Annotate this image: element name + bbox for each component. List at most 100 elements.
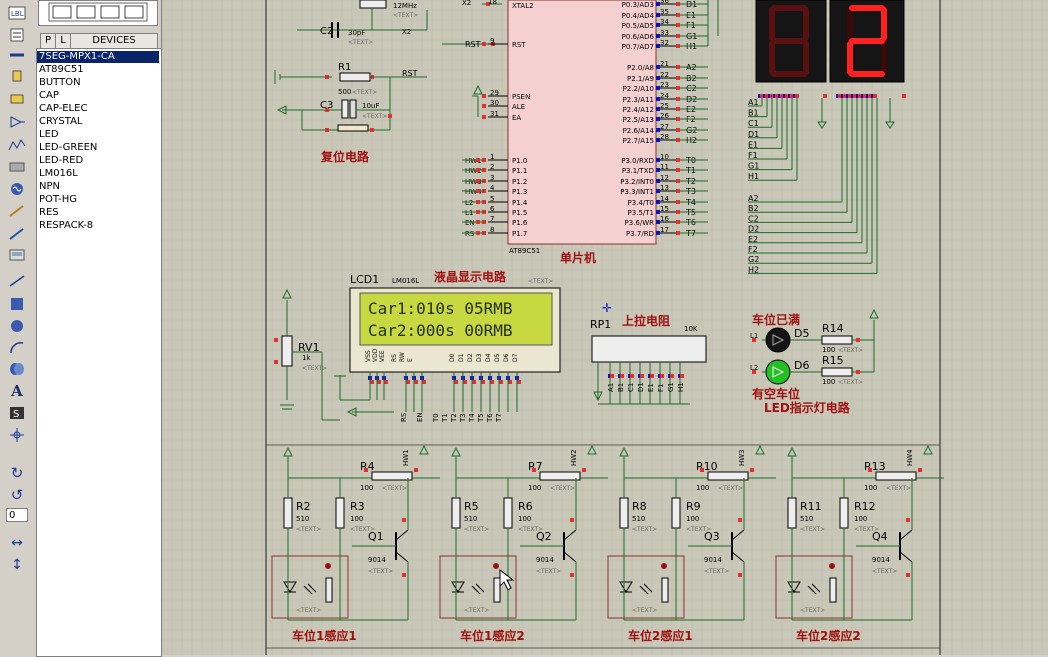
power-arrow bbox=[587, 444, 597, 455]
mcu-pin-label: P0.6/AD6 bbox=[622, 33, 655, 41]
rotate-ccw-icon[interactable]: ↺ bbox=[10, 486, 24, 504]
lcd-pin-label: D1 bbox=[458, 353, 465, 362]
symbol-icon[interactable]: S bbox=[7, 404, 27, 422]
lbl-mode-icon[interactable]: LBL bbox=[7, 4, 27, 22]
pin-dot bbox=[656, 76, 660, 80]
bus-icon[interactable] bbox=[7, 46, 27, 64]
tab-libraries[interactable]: L bbox=[55, 33, 71, 49]
pin-dot bbox=[630, 374, 634, 378]
sensor-rm-ref: R9 bbox=[686, 500, 701, 513]
pin-dot bbox=[476, 158, 480, 162]
mirror-vertical-icon[interactable]: ↕ bbox=[11, 557, 23, 573]
device-item[interactable]: CAP-ELEC bbox=[39, 103, 88, 114]
device-item[interactable]: POT-HG bbox=[39, 194, 77, 205]
sensor-rtop-body bbox=[371, 471, 413, 481]
tape-icon[interactable] bbox=[7, 158, 27, 176]
c3-value: 10uF bbox=[362, 102, 379, 110]
probe-voltage-icon[interactable] bbox=[7, 202, 27, 220]
sensor-rl-body bbox=[283, 497, 293, 529]
sensor-box bbox=[439, 555, 517, 619]
device-item[interactable]: LED-RED bbox=[39, 155, 84, 166]
box-icon[interactable] bbox=[7, 295, 27, 313]
device-item[interactable]: LED-GREEN bbox=[39, 142, 98, 153]
circle-icon[interactable] bbox=[7, 317, 27, 335]
device-pin-icon[interactable] bbox=[7, 113, 27, 131]
pin-dot bbox=[481, 380, 485, 384]
power-arrow bbox=[419, 444, 429, 455]
sensor-pin bbox=[661, 563, 667, 569]
led-symbol bbox=[772, 366, 785, 378]
mcu-pin-label: P1.4 bbox=[512, 199, 528, 207]
rp1-net-label: H1 bbox=[677, 382, 685, 392]
arc-icon[interactable] bbox=[7, 339, 27, 357]
rotation-input[interactable]: 0 bbox=[6, 508, 28, 522]
graph-icon[interactable] bbox=[7, 136, 27, 154]
device-item[interactable]: 7SEG-MPX1-CA bbox=[37, 51, 159, 63]
mcu-pin-number: 13 bbox=[660, 184, 669, 192]
sensor-rtop-ref: R4 bbox=[360, 460, 375, 473]
pin-dot bbox=[325, 128, 329, 132]
pin-dot bbox=[676, 23, 680, 27]
wire bbox=[811, 583, 821, 593]
lcd-pin-label: VEE bbox=[379, 350, 386, 362]
rp1-net-label: F1 bbox=[657, 384, 665, 392]
xtal2-net: X2 bbox=[402, 28, 411, 36]
mcu-net-label: RS bbox=[465, 230, 475, 238]
text-icon[interactable]: A bbox=[11, 382, 23, 400]
device-item[interactable]: LED bbox=[39, 129, 59, 140]
pin-dot bbox=[508, 380, 512, 384]
instrument-icon[interactable] bbox=[7, 246, 27, 264]
pin-dot bbox=[406, 380, 410, 384]
device-item[interactable]: CRYSTAL bbox=[39, 116, 83, 127]
mcu-pin-number: 3 bbox=[490, 174, 494, 182]
mcu-body bbox=[507, 0, 657, 245]
text-placeholder: <TEXT> bbox=[528, 278, 553, 285]
pin-dot bbox=[676, 128, 680, 132]
pin-dot bbox=[402, 573, 406, 577]
d6-ref: D6 bbox=[794, 359, 809, 372]
mcu-net-label: HW1 bbox=[465, 157, 482, 165]
sensor-q-value: 9014 bbox=[536, 556, 554, 564]
mouse-cursor-icon bbox=[499, 568, 515, 591]
mirror-horizontal-icon[interactable]: ↔ bbox=[11, 535, 23, 551]
ir-led-symbol bbox=[283, 581, 297, 593]
mcu-net-label: EN bbox=[465, 219, 475, 227]
device-item[interactable]: LM016L bbox=[39, 168, 78, 179]
pin-dot bbox=[918, 468, 922, 472]
sensor-q-ref: Q2 bbox=[536, 530, 552, 543]
device-item[interactable]: CAP bbox=[39, 90, 59, 101]
reset-title: 复位电路 bbox=[320, 149, 370, 164]
pin-dot bbox=[656, 23, 660, 27]
device-item[interactable]: RES bbox=[39, 207, 59, 218]
mcu-pin-number: 35 bbox=[660, 8, 669, 16]
pin-dot bbox=[868, 468, 872, 472]
tab-pick-devices[interactable]: P bbox=[40, 33, 56, 49]
svg-text:S: S bbox=[13, 409, 19, 420]
marker-icon[interactable] bbox=[7, 426, 27, 444]
probe-current-icon[interactable] bbox=[7, 225, 27, 243]
mcu-net-label: HW2 bbox=[465, 167, 482, 175]
lcd-net-label: T4 bbox=[468, 413, 476, 423]
path-icon[interactable] bbox=[7, 360, 27, 378]
pin-dot bbox=[780, 94, 784, 98]
terminal-icon[interactable] bbox=[7, 90, 27, 108]
r15-value: 100 bbox=[822, 378, 835, 386]
mcu-pin-number: 31 bbox=[490, 110, 499, 118]
lcd-net-label: T0 bbox=[432, 413, 440, 423]
line-icon[interactable] bbox=[7, 272, 27, 290]
rotate-cw-icon[interactable]: ↻ bbox=[10, 464, 24, 482]
ground-arrow bbox=[817, 121, 827, 129]
text-script-icon[interactable] bbox=[7, 26, 27, 44]
device-item[interactable]: BUTTON bbox=[39, 77, 81, 88]
pin-dot bbox=[856, 370, 860, 374]
subcircuit-icon[interactable] bbox=[7, 67, 27, 85]
wire bbox=[639, 585, 649, 595]
generator-icon[interactable] bbox=[7, 180, 27, 198]
device-item[interactable]: AT89C51 bbox=[39, 64, 84, 75]
device-item[interactable]: NPN bbox=[39, 181, 60, 192]
pin-dot bbox=[482, 94, 486, 98]
device-item[interactable]: RESPACK-8 bbox=[39, 220, 94, 231]
sensor-rm-ref: R3 bbox=[350, 500, 365, 513]
